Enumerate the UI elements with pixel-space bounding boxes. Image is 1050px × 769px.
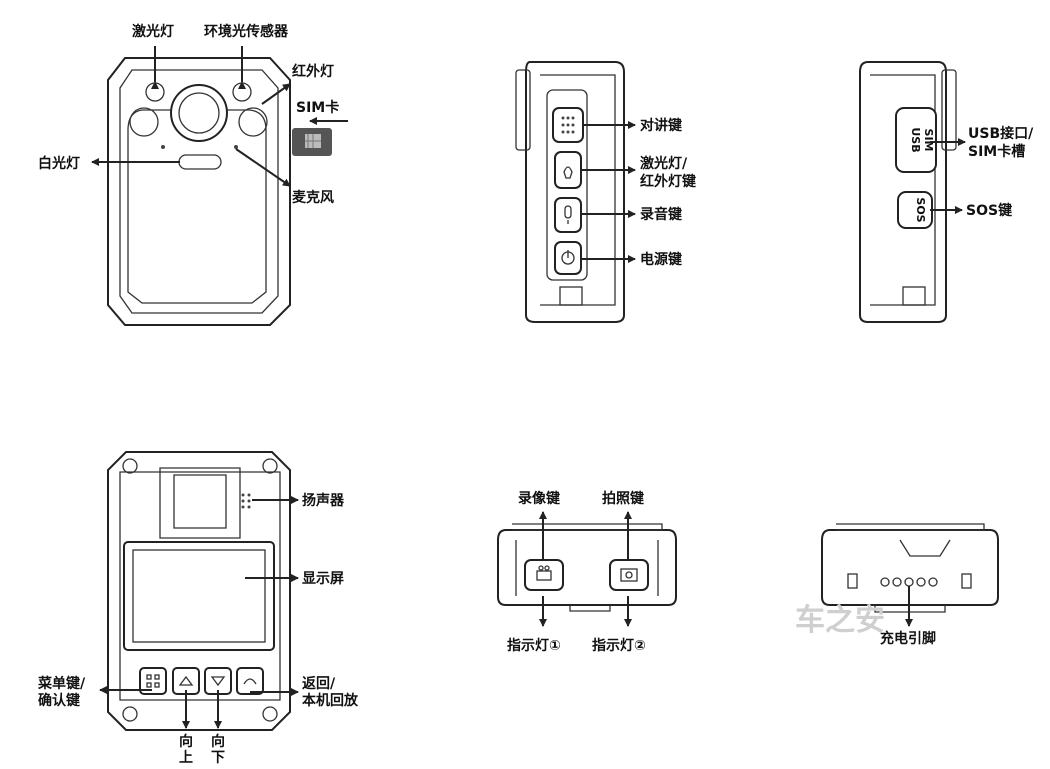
label-screen: 显示屏 [302,571,344,587]
label-laser-ir-key-line1: 激光灯/ [640,155,688,172]
back-view: 扬声器 显示屏 菜单键/ 确认键 返回/ 本机回放 向 上 向 下 [37,451,359,766]
menu-confirm-key[interactable] [139,667,167,695]
label-speaker: 扬声器 [302,492,345,509]
label-photo-key: 拍照键 [602,490,645,507]
record-audio-key[interactable] [554,197,582,233]
label-back-playback-line2: 本机回放 [302,692,359,709]
power-key[interactable] [554,241,582,275]
label-menu-confirm-line1: 菜单键/ [37,675,86,692]
label-charging-pins: 充电引脚 [880,630,936,647]
usb-port-text: USB [909,127,922,152]
top-view: 录像键 拍照键 指示灯① 指示灯② [497,490,677,654]
photo-key[interactable] [609,559,649,591]
label-usb-sim-line2: SIM卡槽 [968,143,1025,160]
right-side-view: USB SIM SOS USB接口/ SIM卡槽 SOS键 [859,61,1034,323]
label-usb-sim-line1: USB接口/ [968,125,1034,142]
label-white-light: 白光灯 [38,155,80,172]
label-sim-card: SIM卡 [296,99,339,116]
ir-light-left [129,107,159,137]
display-screen [123,541,275,651]
label-microphone: 麦克风 [292,189,334,206]
label-laser-ir-key-line2: 红外灯键 [640,173,697,190]
label-infrared-light: 红外灯 [292,63,334,80]
ir-light-right [238,107,268,137]
watermark: 车之安 [795,603,885,638]
label-up-line2: 上 [179,750,193,766]
bottom-view: 充电引脚 车之安 [795,523,999,647]
label-back-playback-line1: 返回/ [302,675,336,692]
sos-key[interactable]: SOS [897,191,933,229]
label-indicator-2: 指示灯② [592,637,646,654]
sim-port-text: SIM [922,129,935,152]
label-talk-key: 对讲键 [640,117,683,134]
sim-card-icon [292,128,332,156]
label-sos-key: SOS键 [966,202,1013,219]
microphone-hole [234,145,238,149]
back-playback-key[interactable] [236,667,264,695]
label-laser-light: 激光灯 [132,23,174,40]
label-menu-confirm-line2: 确认键 [38,692,81,709]
label-up-line1: 向 [179,733,193,750]
speaker-grille [241,493,251,509]
talk-key[interactable] [552,107,584,143]
label-record-video-key: 录像键 [518,490,561,507]
label-record-audio-key: 录音键 [640,206,683,223]
label-down-line2: 下 [211,750,225,766]
usb-sim-port[interactable]: USB SIM [895,107,937,173]
left-side-view: 对讲键 激光灯/ 红外灯键 录音键 电源键 [515,61,697,323]
front-view: 激光灯 环境光传感器 红外灯 SIM卡 白光灯 麦克风 [38,23,348,326]
label-ambient-light-sensor: 环境光传感器 [204,23,289,40]
sos-button-text: SOS [914,197,927,222]
label-indicator-1: 指示灯① [507,637,561,654]
record-video-key[interactable] [524,559,564,591]
label-power-key: 电源键 [640,251,683,268]
laser-ir-key[interactable] [554,151,582,189]
label-down-line1: 向 [211,733,225,750]
